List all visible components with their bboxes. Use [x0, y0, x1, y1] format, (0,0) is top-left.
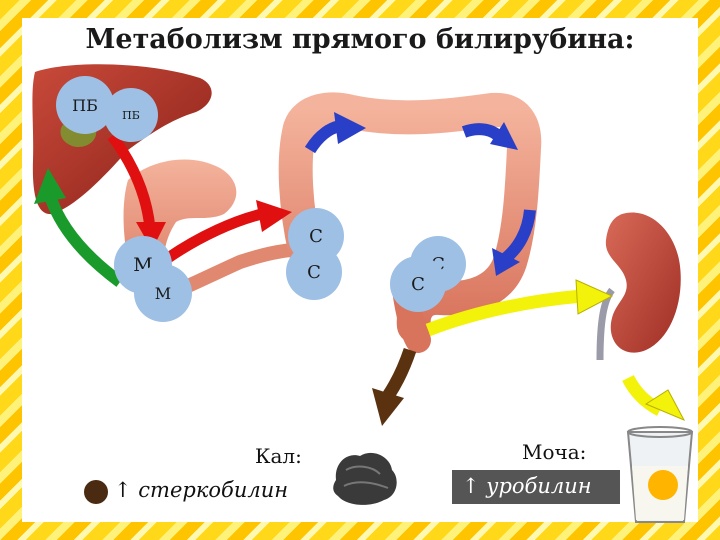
kidney-organ — [605, 212, 681, 353]
brown-arrow-colon-to-stool — [382, 347, 417, 400]
ureter — [596, 287, 615, 361]
bubble-pb-small: ПБ — [104, 88, 158, 142]
bubble-pb-large: ПБ — [56, 76, 114, 134]
urobilin-dot — [648, 470, 678, 500]
blue-arrow-colon-2 — [461, 123, 505, 143]
blue-arrow-colon-3 — [501, 209, 536, 263]
bubble-s-4: С — [390, 256, 446, 312]
red-arrow-intestine-to-colon — [164, 208, 264, 263]
urine-label: Моча: — [522, 440, 587, 464]
yellow-arrow-colon-to-kidney — [425, 289, 583, 337]
stercobilin-label: ↑ стеркобилин — [114, 478, 289, 502]
bubble-s-2: С — [286, 244, 342, 300]
green-arrow-return-to-liver — [44, 193, 124, 287]
red-arrow-liver-to-intestine — [107, 132, 156, 229]
urobilin-label: ↑ уробилин — [462, 474, 592, 498]
stool-label: Кал: — [255, 444, 302, 468]
bubble-m-2: М — [134, 264, 192, 322]
colon — [278, 92, 542, 343]
urobilin-box — [452, 470, 620, 504]
slide-title: Метаболизм прямого билирубина: — [85, 24, 635, 55]
stercobilin-dot — [84, 480, 108, 504]
stool-icon — [333, 452, 397, 505]
